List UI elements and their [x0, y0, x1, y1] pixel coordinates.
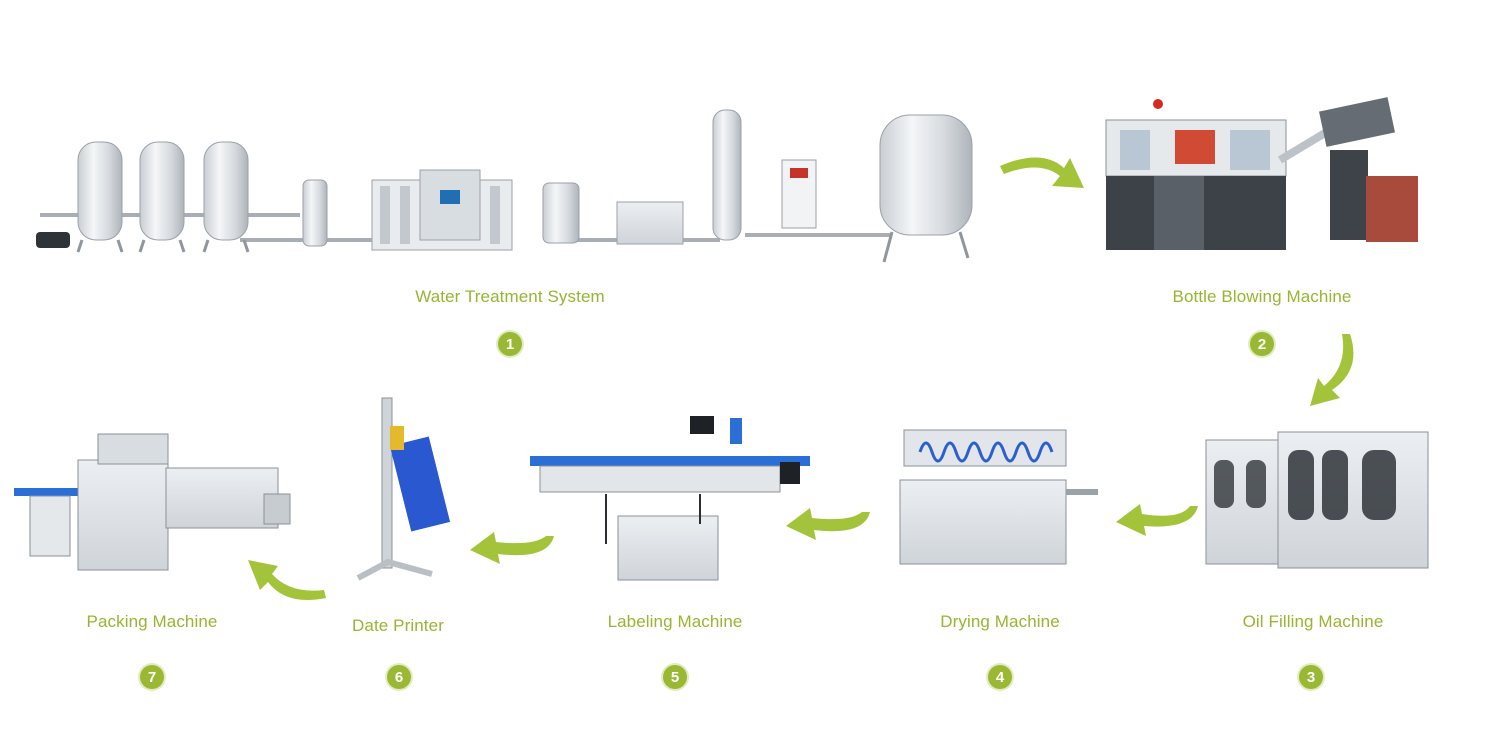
flow-arrows [248, 157, 1354, 600]
arrow-6-to-7 [248, 560, 326, 600]
stage-number-badge-7: 7 [140, 665, 164, 689]
control-cabinet [781, 159, 817, 229]
arrow-3-to-4 [1116, 504, 1198, 536]
sterilizer-column [712, 109, 742, 241]
packing-machine-image [14, 433, 291, 571]
drying-machine-image [899, 429, 1098, 565]
labeling-machine-image [530, 416, 810, 581]
bottle-blowing-machine-image [1105, 97, 1418, 250]
stage-number-badge-3: 3 [1299, 665, 1323, 689]
stage-number-badge-6: 6 [387, 665, 411, 689]
water-treatment-system-image [36, 109, 973, 263]
stage-label-water-treatment: Water Treatment System [415, 287, 605, 306]
reverse-osmosis-unit [371, 169, 513, 251]
stage-label-oil-filling: Oil Filling Machine [1242, 612, 1384, 631]
stage-label-labeling: Labeling Machine [607, 612, 743, 631]
stage-label-packing: Packing Machine [86, 612, 218, 631]
sand-filter-tank-2 [138, 141, 186, 253]
stage-label-bottle-blowing: Bottle Blowing Machine [1172, 287, 1352, 306]
arrow-4-to-5 [786, 508, 870, 540]
precision-filter [302, 179, 328, 247]
oil-filling-machine-image [1205, 431, 1429, 569]
stage-label-drying: Drying Machine [940, 612, 1060, 631]
arrow-2-to-3 [1310, 334, 1354, 406]
intermediate-tank [542, 182, 580, 244]
date-printer-image [356, 397, 451, 581]
arrow-1-to-2 [1000, 157, 1084, 188]
pump [36, 232, 70, 248]
pure-water-storage-tank [879, 114, 973, 263]
stage-number-badge-5: 5 [663, 665, 687, 689]
stage-number-badge-1: 1 [498, 332, 522, 356]
stage-number-badge-4: 4 [988, 665, 1012, 689]
arrow-5-to-6 [470, 532, 554, 564]
sand-filter-tank-3 [202, 141, 250, 253]
stage-label-date-printer: Date Printer [352, 616, 444, 635]
stage-number-badge-2: 2 [1250, 332, 1274, 356]
sand-filter-tank-1 [76, 141, 124, 253]
ozone-generator [616, 201, 684, 245]
